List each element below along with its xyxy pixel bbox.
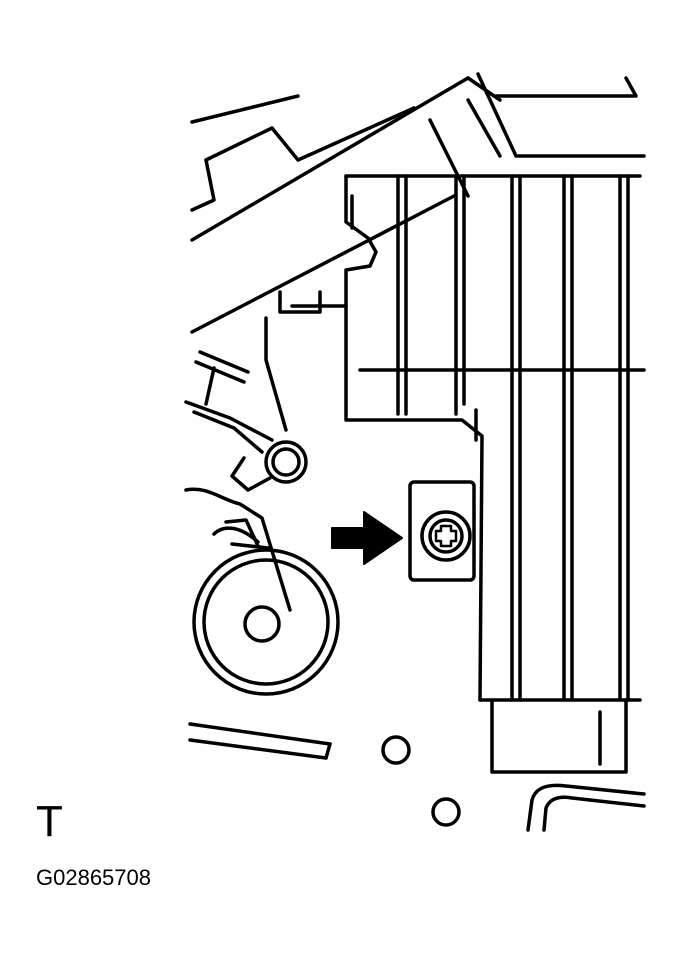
phillips-screw-icon <box>420 510 472 562</box>
screw-bracket <box>408 480 476 582</box>
linkage-arm <box>184 290 348 492</box>
mounting-hole-icon <box>381 735 411 765</box>
lower-rod <box>188 722 332 760</box>
figure-code: G02865708 <box>36 865 151 890</box>
callout-arrow-icon <box>331 511 403 565</box>
pivot-pin-icon <box>264 440 308 484</box>
view-label: T <box>36 797 63 846</box>
main-housing <box>344 174 646 774</box>
lower-right-bracket <box>526 783 646 832</box>
mounting-hole-icon <box>431 797 461 827</box>
upper-cover-panel <box>190 72 646 334</box>
cam-wheel <box>184 487 340 696</box>
